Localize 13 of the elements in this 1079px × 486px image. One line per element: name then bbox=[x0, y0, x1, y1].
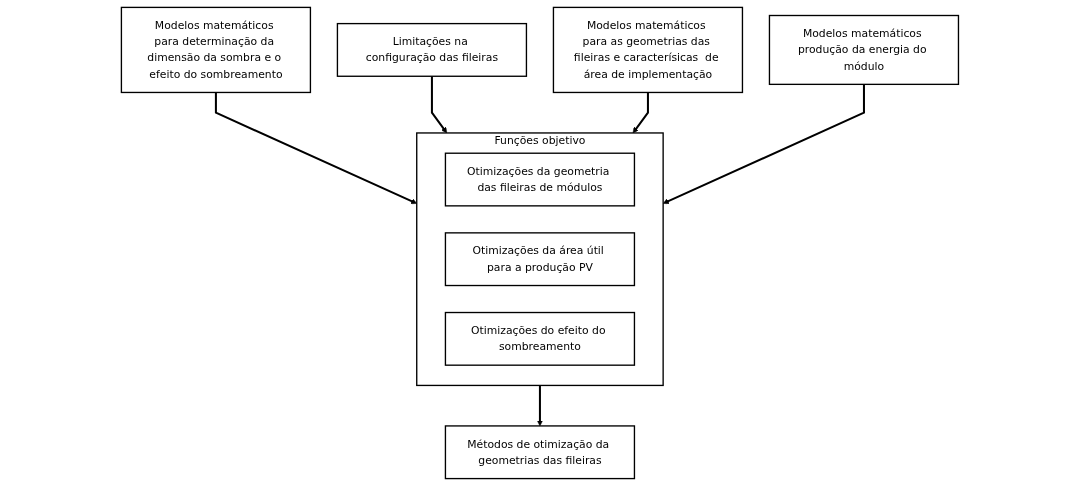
node-box: Otimizações da área útil para a produção PV bbox=[444, 232, 635, 287]
node-box: Otimizações do efeito do sombreamento bbox=[444, 311, 635, 366]
node-box: Modelos matemáticos para as geometrias das fileiras e caracterísicas de área de implementação bbox=[552, 6, 743, 94]
node-box: Modelos matemáticos produção da energia do módulo bbox=[768, 14, 959, 86]
arrow bbox=[536, 385, 543, 427]
arrow bbox=[214, 92, 417, 204]
node-box: Limitações na configuração das fileiras bbox=[336, 22, 527, 77]
arrow bbox=[430, 76, 447, 134]
arrow bbox=[632, 92, 649, 134]
arrow bbox=[662, 84, 865, 204]
node-box: Otimizações da geometria das fileiras de módulos bbox=[444, 152, 635, 207]
node-box: Métodos de otimização da geometrias das fileiras bbox=[444, 425, 635, 480]
node-box: Modelos matemáticos para determinação da dimensão da sombra e o efeito do sombreamento bbox=[120, 6, 311, 94]
